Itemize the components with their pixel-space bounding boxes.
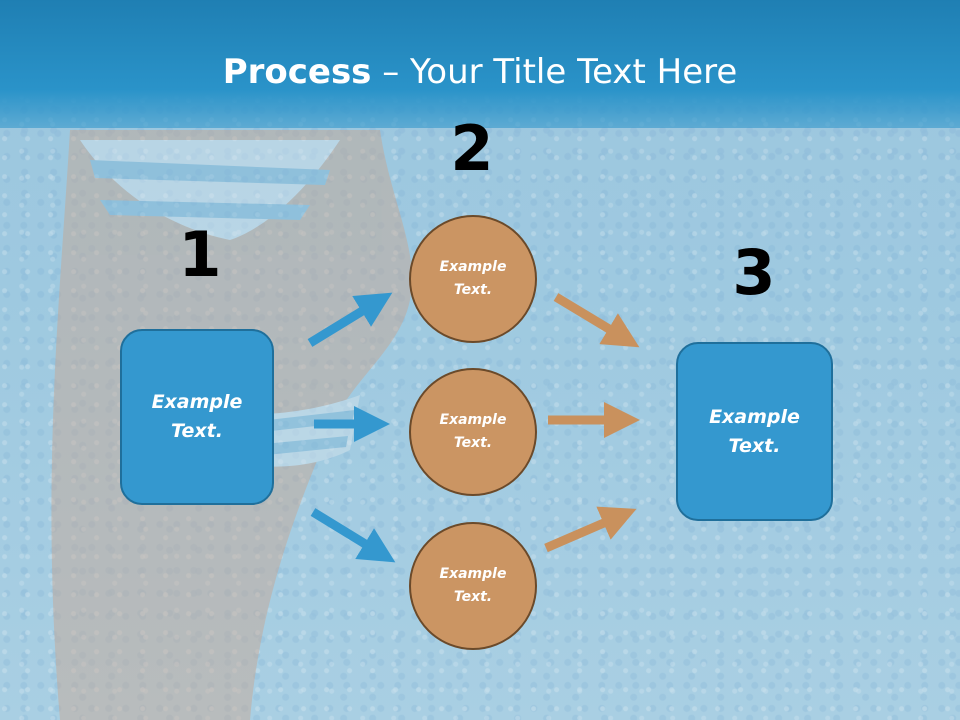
circle-step-top[interactable]: Example Text. [409, 215, 537, 343]
right-process-box[interactable]: Example Text. [676, 342, 833, 521]
left-process-box[interactable]: Example Text. [120, 329, 274, 505]
step-number-1: 1 [178, 218, 222, 291]
arrow-tan-down [553, 293, 640, 348]
title-bold: Process [222, 52, 372, 92]
circle-bottom-text: Example Text. [439, 566, 507, 605]
arrow-tan-up [544, 506, 637, 553]
slide-title: Process – Your Title Text Here [0, 52, 960, 92]
circle-top-text: Example Text. [439, 259, 507, 298]
arrow-blue-down [310, 508, 396, 563]
step-number-3: 3 [732, 236, 776, 309]
left-box-text: Example Text. [151, 391, 243, 442]
title-rest: – Your Title Text Here [371, 52, 738, 92]
right-box-text: Example Text. [709, 405, 800, 457]
circle-middle-text: Example Text. [439, 412, 507, 451]
title-bar [0, 0, 960, 128]
circle-step-middle[interactable]: Example Text. [409, 368, 537, 496]
arrow-blue-up [307, 292, 393, 347]
step-number-2: 2 [450, 112, 494, 185]
circle-step-bottom[interactable]: Example Text. [409, 522, 537, 650]
